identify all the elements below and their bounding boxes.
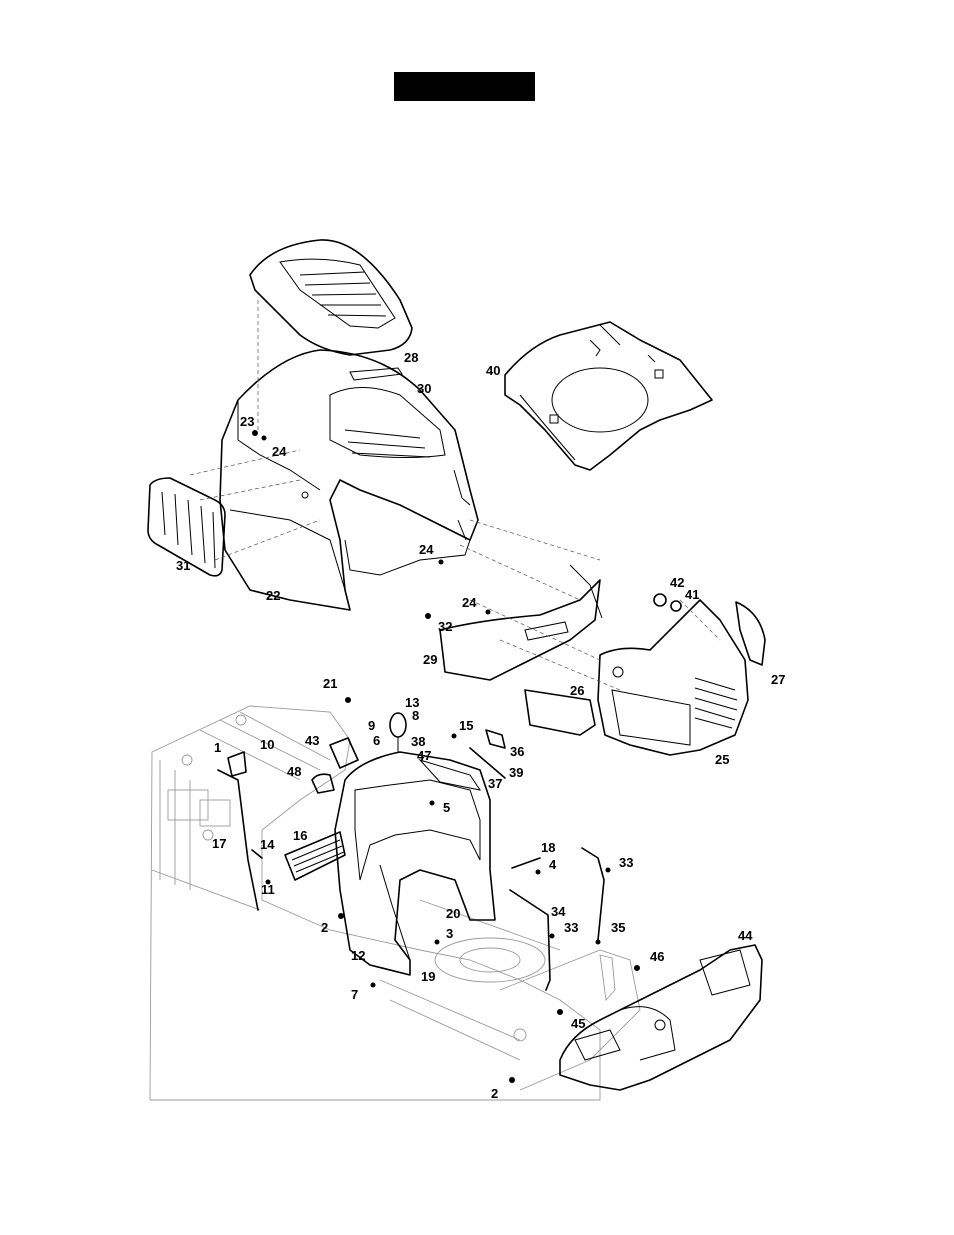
callout-c38: 38 bbox=[411, 734, 425, 749]
callout-c4: 4 bbox=[549, 857, 557, 872]
callout-c40: 40 bbox=[486, 363, 500, 378]
callout-c34: 34 bbox=[551, 904, 566, 919]
hood bbox=[220, 350, 478, 610]
callout-c24c: 24 bbox=[462, 595, 477, 610]
callout-c16: 16 bbox=[293, 828, 307, 843]
callout-c25: 25 bbox=[715, 752, 729, 767]
dashboard-panel bbox=[505, 322, 712, 470]
callout-c26: 26 bbox=[570, 683, 584, 698]
callout-c6: 6 bbox=[373, 733, 380, 748]
headlight-lens bbox=[525, 690, 595, 735]
callout-c45: 45 bbox=[571, 1016, 585, 1031]
callout-c14: 14 bbox=[260, 837, 275, 852]
callout-c31: 31 bbox=[176, 558, 190, 573]
callout-c22: 22 bbox=[266, 588, 280, 603]
callout-c44: 44 bbox=[738, 928, 753, 943]
callout-c21: 21 bbox=[323, 676, 337, 691]
callout-c1: 1 bbox=[214, 740, 221, 755]
callout-c24b: 24 bbox=[419, 542, 434, 557]
light-socket bbox=[654, 594, 681, 611]
callout-c24a: 24 bbox=[272, 444, 287, 459]
callout-c2b: 2 bbox=[491, 1086, 498, 1101]
callout-c12: 12 bbox=[351, 948, 365, 963]
callout-c33a: 33 bbox=[619, 855, 633, 870]
callout-c47: 47 bbox=[417, 748, 431, 763]
callout-c41: 41 bbox=[685, 587, 699, 602]
callout-c42: 42 bbox=[670, 575, 684, 590]
callout-c18: 18 bbox=[541, 840, 555, 855]
callout-c32: 32 bbox=[438, 619, 452, 634]
callout-c28: 28 bbox=[404, 350, 418, 365]
callout-c37: 37 bbox=[488, 776, 502, 791]
front-grille bbox=[598, 600, 748, 755]
brake-rod bbox=[218, 752, 262, 910]
callout-c23: 23 bbox=[240, 414, 254, 429]
front-bumper bbox=[560, 945, 762, 1090]
chassis-frame bbox=[150, 706, 640, 1100]
callout-c5: 5 bbox=[443, 800, 450, 815]
callout-c20: 20 bbox=[446, 906, 460, 921]
callout-c3: 3 bbox=[446, 926, 453, 941]
callout-c46: 46 bbox=[650, 949, 664, 964]
callout-c33b: 33 bbox=[564, 920, 578, 935]
callout-c39: 39 bbox=[509, 765, 523, 780]
callout-c19: 19 bbox=[421, 969, 435, 984]
lift-lever bbox=[470, 730, 505, 778]
lower-nose bbox=[440, 565, 602, 680]
hood-side-panel bbox=[230, 492, 345, 590]
throttle-knob bbox=[390, 713, 406, 752]
side-lens bbox=[736, 602, 765, 665]
callout-c30: 30 bbox=[417, 381, 431, 396]
callout-c7: 7 bbox=[351, 987, 358, 1002]
callout-c11: 11 bbox=[261, 882, 275, 897]
callout-c2a: 2 bbox=[321, 920, 328, 935]
callout-c8: 8 bbox=[412, 708, 419, 723]
callout-c17: 17 bbox=[212, 836, 226, 851]
dash-tower bbox=[335, 752, 495, 975]
callout-c35: 35 bbox=[611, 920, 625, 935]
callout-c43: 43 bbox=[305, 733, 319, 748]
hood-top-insert bbox=[250, 240, 412, 355]
callout-c15: 15 bbox=[459, 718, 473, 733]
callout-c29: 29 bbox=[423, 652, 437, 667]
callout-c9: 9 bbox=[368, 718, 375, 733]
callout-c36: 36 bbox=[510, 744, 524, 759]
callout-c27: 27 bbox=[771, 672, 785, 687]
linkage-rods bbox=[510, 848, 604, 990]
assembly-lines bbox=[190, 300, 720, 690]
callout-c10: 10 bbox=[260, 737, 274, 752]
callout-c48: 48 bbox=[287, 764, 301, 779]
